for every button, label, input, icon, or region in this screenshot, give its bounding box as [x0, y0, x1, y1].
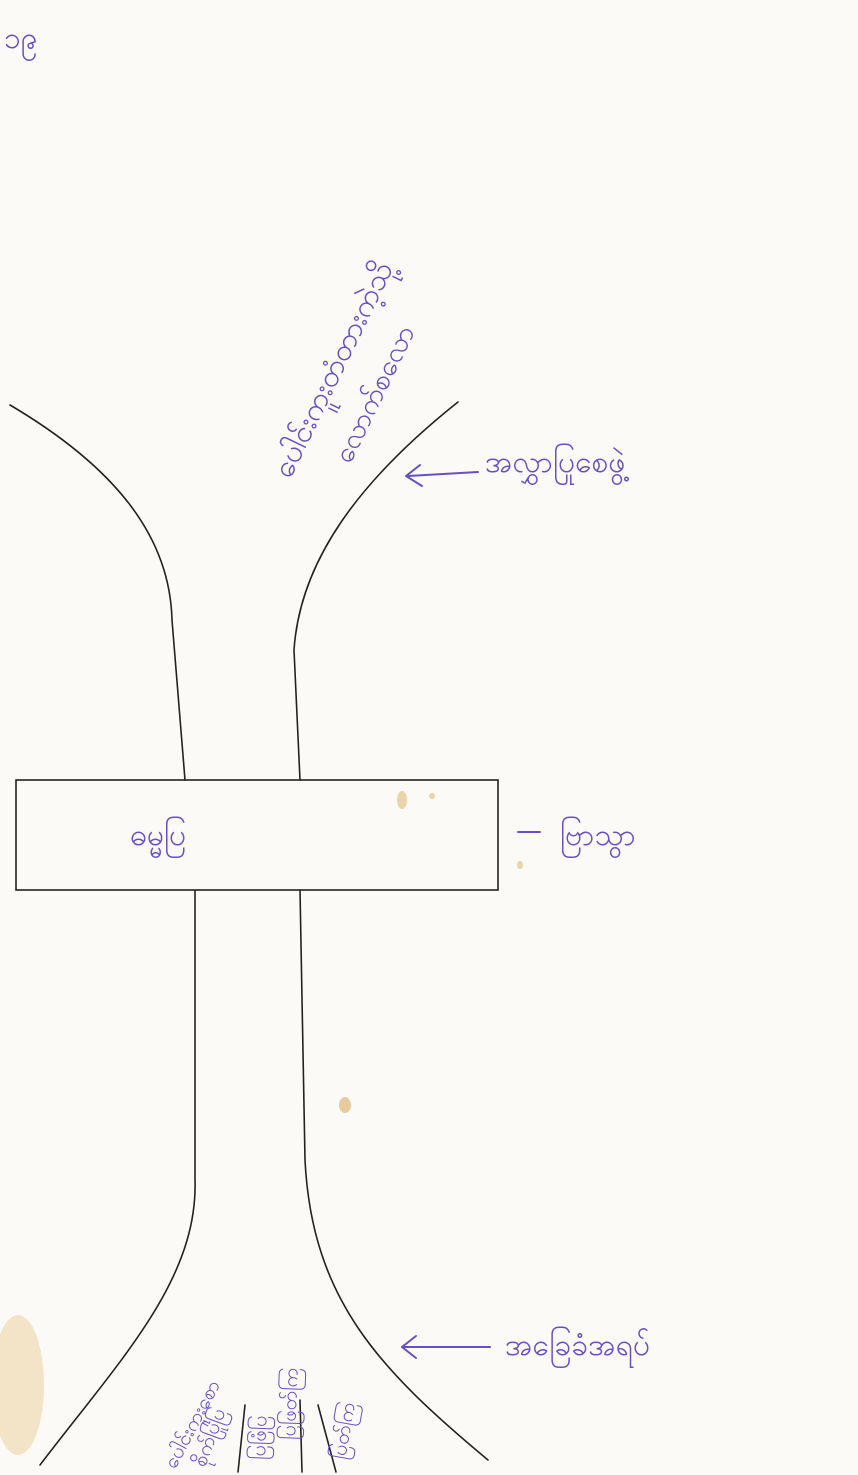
- lower-label: အခြေခံအရပ်: [505, 1326, 650, 1369]
- center-box-text: ဓမ္မပြ: [130, 816, 186, 859]
- lower-arrow: [402, 1336, 490, 1358]
- root-strand-3: ပြဖြံပြ: [246, 1415, 276, 1460]
- center-label: ဗြာသွာ: [560, 816, 636, 859]
- upper-label: အလွှာပြုစေဖွဲ့: [485, 443, 628, 486]
- root-line-1: [238, 1405, 245, 1472]
- trunk-left-bottom: [40, 890, 195, 1465]
- tree-outline: [10, 402, 488, 1472]
- trunk-left-top: [10, 405, 185, 780]
- trunk-right-bottom: [300, 890, 488, 1460]
- page-number: ၁၉: [4, 21, 38, 62]
- trunk-right-top: [294, 402, 458, 780]
- center-box: [16, 780, 498, 890]
- upper-arrow: [406, 465, 478, 486]
- root-strand-5: ပြတ်ကြ: [326, 1400, 364, 1461]
- root-strand-4: ပြဖြတ်ကြ: [276, 1367, 306, 1440]
